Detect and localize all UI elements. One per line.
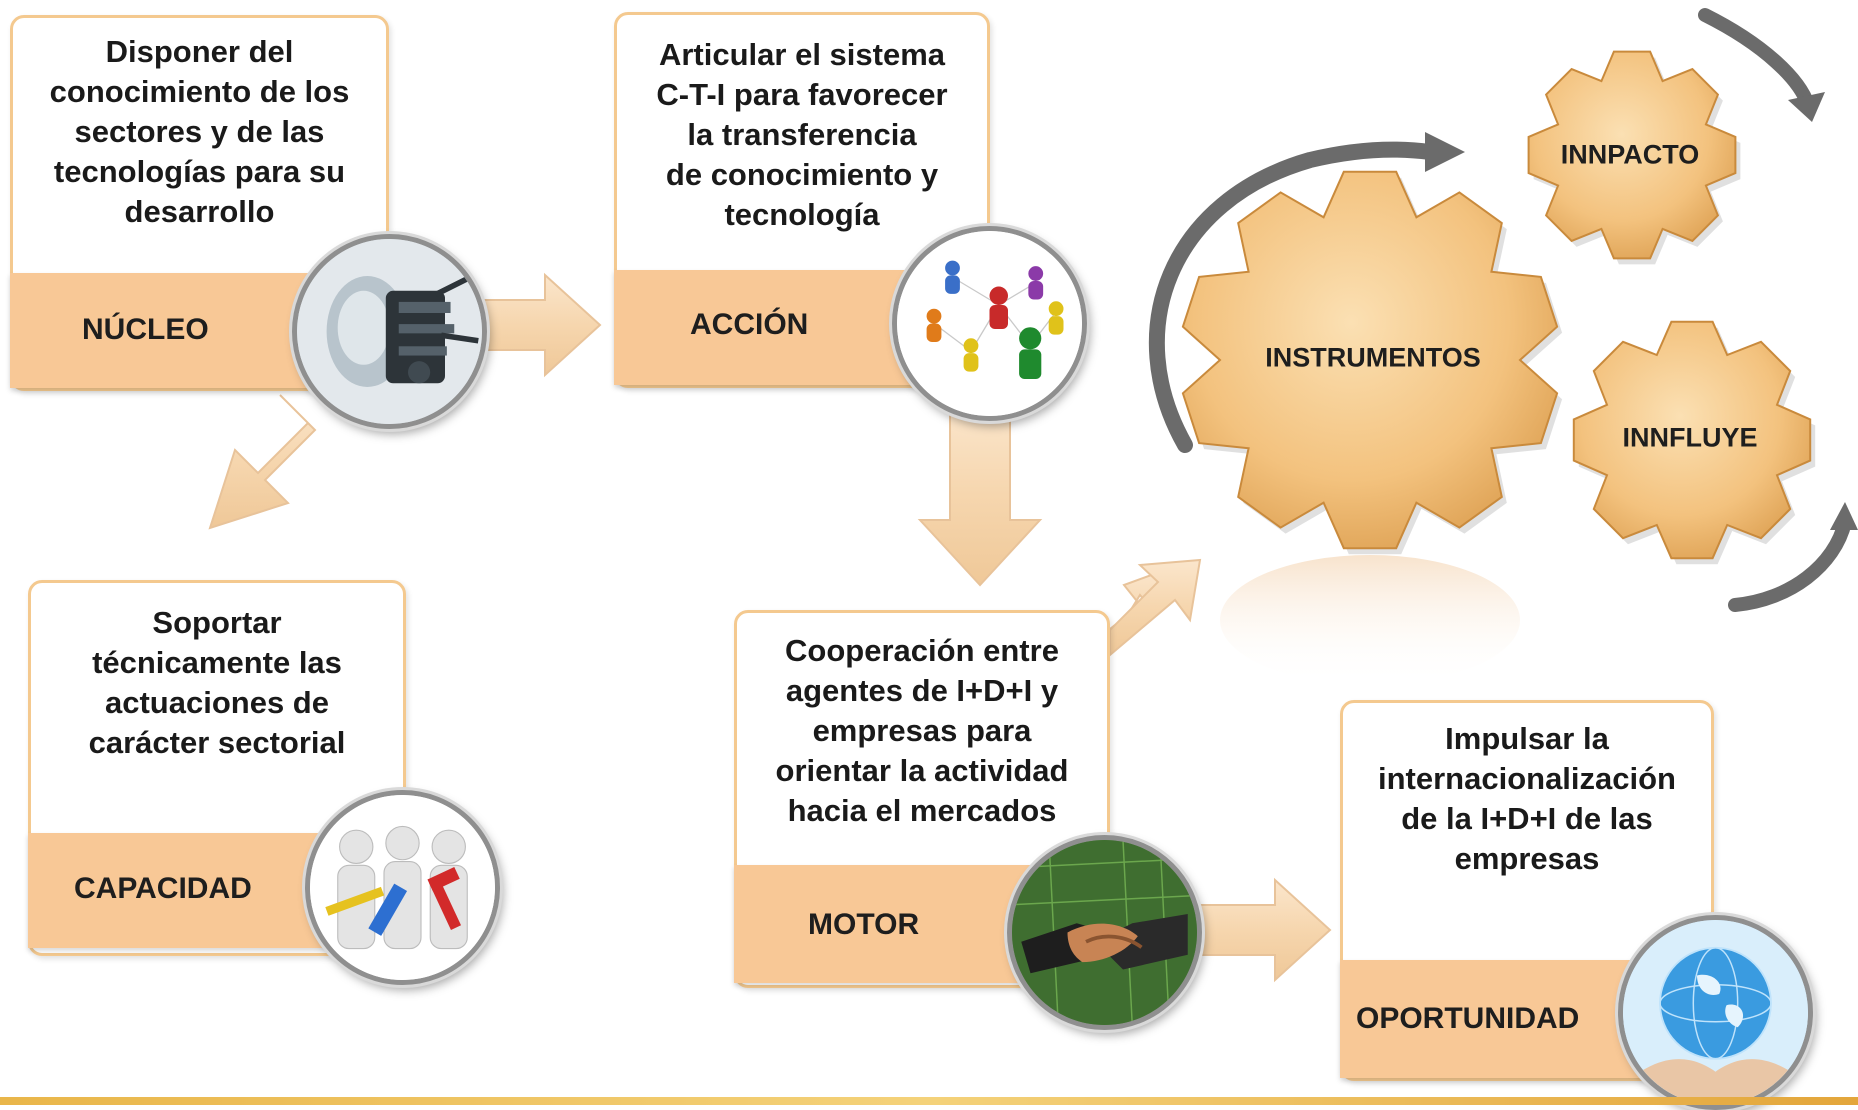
gear-innfluye bbox=[1572, 320, 1816, 565]
card-capacidad: Soportar técnicamente las actuaciones de… bbox=[28, 580, 406, 956]
gearBig-body bbox=[1181, 170, 1559, 550]
gear-label-innfluye: INNFLUYE bbox=[1622, 422, 1758, 453]
arrow-motor-to-oportunidad bbox=[1189, 877, 1332, 983]
gear-innpacto bbox=[1527, 50, 1741, 265]
cycle-arrow-bottom bbox=[1728, 515, 1852, 612]
arrow-nucleo-to-capacidad bbox=[208, 394, 317, 530]
card-nucleo-text: Disponer del conocimiento de los sectore… bbox=[49, 34, 350, 229]
card-oportunidad-text: Impulsar la internacionalización de la I… bbox=[1377, 721, 1676, 876]
gear-label-innpacto: INNPACTO bbox=[1560, 139, 1700, 170]
arrow-accion-to-motor bbox=[917, 404, 1043, 587]
label-nucleo: NÚCLEO bbox=[82, 313, 209, 346]
footer-band bbox=[0, 1097, 1858, 1105]
gear-reflection bbox=[1220, 555, 1520, 685]
workers-with-tools-image bbox=[305, 790, 500, 985]
label-accion: ACCIÓN bbox=[690, 308, 809, 341]
globe-in-hands-image bbox=[1618, 915, 1813, 1110]
card-motor-text: Cooperación entre agentes de I+D+I y emp… bbox=[775, 633, 1069, 828]
card-accion-text: Articular el sistema C-T-I para favorece… bbox=[656, 37, 948, 232]
people-network-image bbox=[892, 226, 1087, 421]
cycle-arrow-top bbox=[1698, 8, 1815, 112]
label-motor: MOTOR bbox=[808, 908, 920, 941]
gearTop-body bbox=[1527, 50, 1737, 260]
gearRight-body bbox=[1572, 320, 1812, 560]
gear-instrumentos bbox=[1181, 170, 1563, 555]
card-capacidad-text: Soportar técnicamente las actuaciones de… bbox=[88, 605, 346, 760]
handshake-image bbox=[1007, 835, 1202, 1030]
label-oportunidad: OPORTUNIDAD bbox=[1356, 1002, 1580, 1035]
cycle-arrow-left bbox=[1148, 141, 1438, 453]
label-capacidad: CAPACIDAD bbox=[74, 872, 252, 905]
robot-head-image bbox=[292, 234, 487, 429]
gear-label-instrumentos: INSTRUMENTOS bbox=[1265, 342, 1481, 373]
